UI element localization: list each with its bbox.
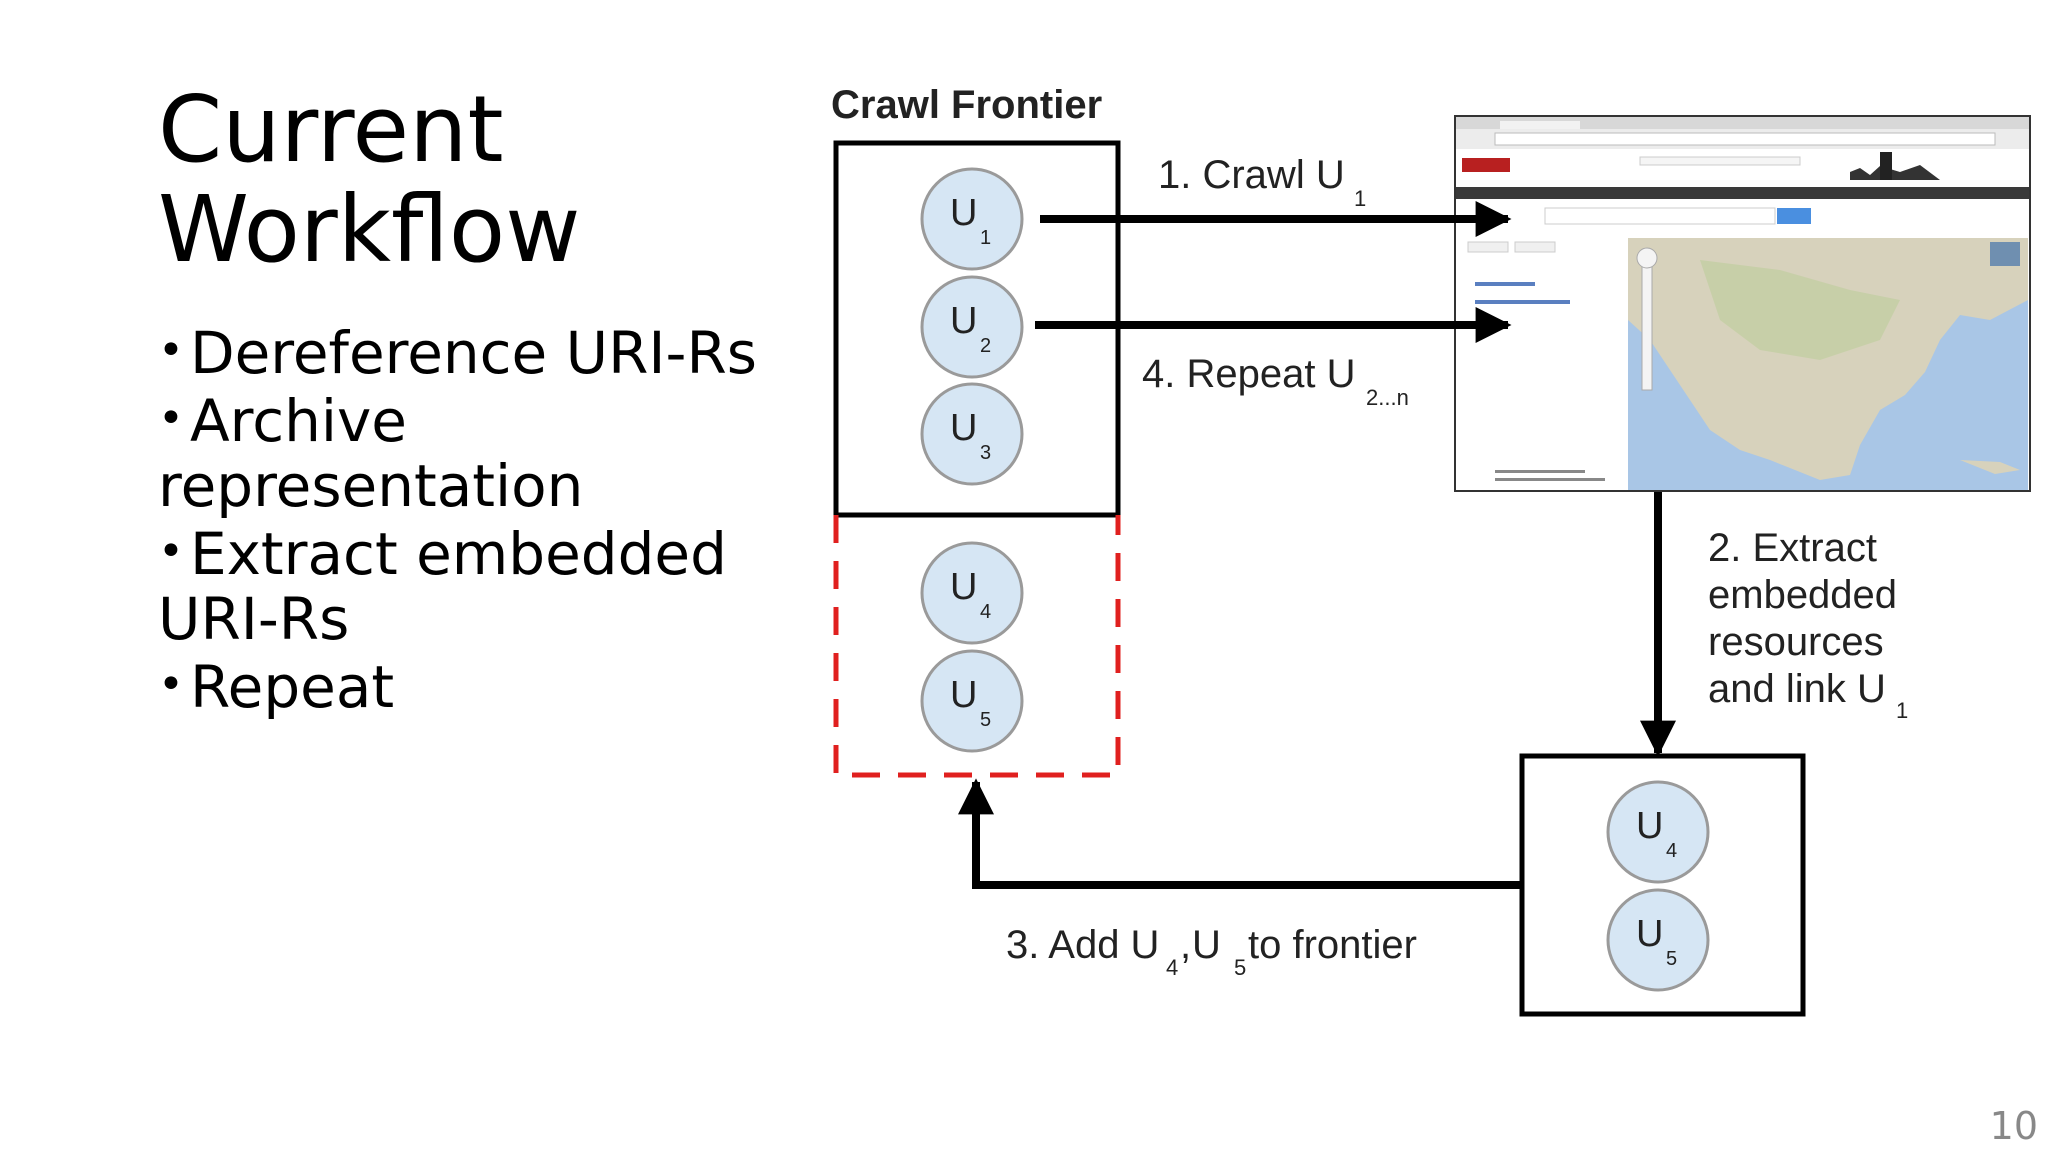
step4-label: 4. Repeat U 2...n <box>1142 352 1409 410</box>
step1-subscript: 1 <box>1354 186 1366 211</box>
step3-text-c: to frontier <box>1248 923 1417 967</box>
node-label: U <box>1636 913 1663 955</box>
step1-label: 1. Crawl U 1 <box>1158 153 1366 211</box>
node-label: U <box>950 407 977 449</box>
step4-text: 4. Repeat U <box>1142 352 1355 396</box>
page-number: 10 <box>1989 1104 2038 1148</box>
node-subscript: 4 <box>1666 840 1677 862</box>
pending-dashed-box <box>833 515 1121 778</box>
step3-label: 3. Add U 4 , U 5 to frontier <box>1006 923 1417 980</box>
frontier-title: Crawl Frontier <box>831 83 1102 127</box>
node-subscript: 3 <box>980 442 991 464</box>
node-subscript: 2 <box>980 335 991 357</box>
arrow-add-to-frontier <box>958 778 1522 889</box>
step2-subscript: 1 <box>1896 698 1908 723</box>
step2-line2: embedded <box>1708 573 1897 617</box>
slide-title-line1: Current <box>158 76 504 183</box>
slide-title-line2: Workflow <box>158 176 581 283</box>
node-label: U <box>950 566 977 608</box>
bullet-item: Extract embedded URI-Rs <box>158 519 798 652</box>
step4-subscript: 2...n <box>1366 385 1409 410</box>
node-label: U <box>950 192 977 234</box>
step2-line4: and link U <box>1708 667 1886 711</box>
step2-line1: 2. Extract <box>1708 526 1877 570</box>
node-subscript: 1 <box>980 227 991 249</box>
node-label: U <box>950 674 977 716</box>
pending-node-u5: U 5 <box>920 649 1024 753</box>
step1-text: 1. Crawl U <box>1158 153 1345 197</box>
step3-subscript-b: 5 <box>1234 955 1246 980</box>
frontier-node-u2: U 2 <box>920 275 1024 379</box>
frontier-node-u1: U 1 <box>920 167 1024 271</box>
node-subscript: 4 <box>980 601 991 623</box>
node-subscript: 5 <box>980 709 991 731</box>
step3-separator: , <box>1180 923 1191 967</box>
node-label: U <box>1636 805 1663 847</box>
extracted-node-u4: U 4 <box>1606 780 1710 884</box>
node-label: U <box>950 300 977 342</box>
step3-text-a: 3. Add U <box>1006 923 1159 967</box>
browser-screenshot <box>1454 115 2031 492</box>
bullet-item: Dereference URI-Rs <box>158 318 798 386</box>
slide-title: Current Workflow <box>158 80 580 280</box>
step3-subscript-a: 4 <box>1166 955 1178 980</box>
step2-line3: resources <box>1708 620 1884 664</box>
step3-text-b: U <box>1192 923 1221 967</box>
frontier-node-u3: U 3 <box>920 382 1024 486</box>
extracted-node-u5: U 5 <box>1606 888 1710 992</box>
step2-label: 2. Extract embedded resources and link U… <box>1708 526 1908 723</box>
bullet-item: Archive representation <box>158 386 798 519</box>
bullet-list: Dereference URI-Rs Archive representatio… <box>158 318 798 720</box>
bullet-item: Repeat <box>158 652 798 720</box>
pending-node-u4: U 4 <box>920 541 1024 645</box>
node-subscript: 5 <box>1666 948 1677 970</box>
